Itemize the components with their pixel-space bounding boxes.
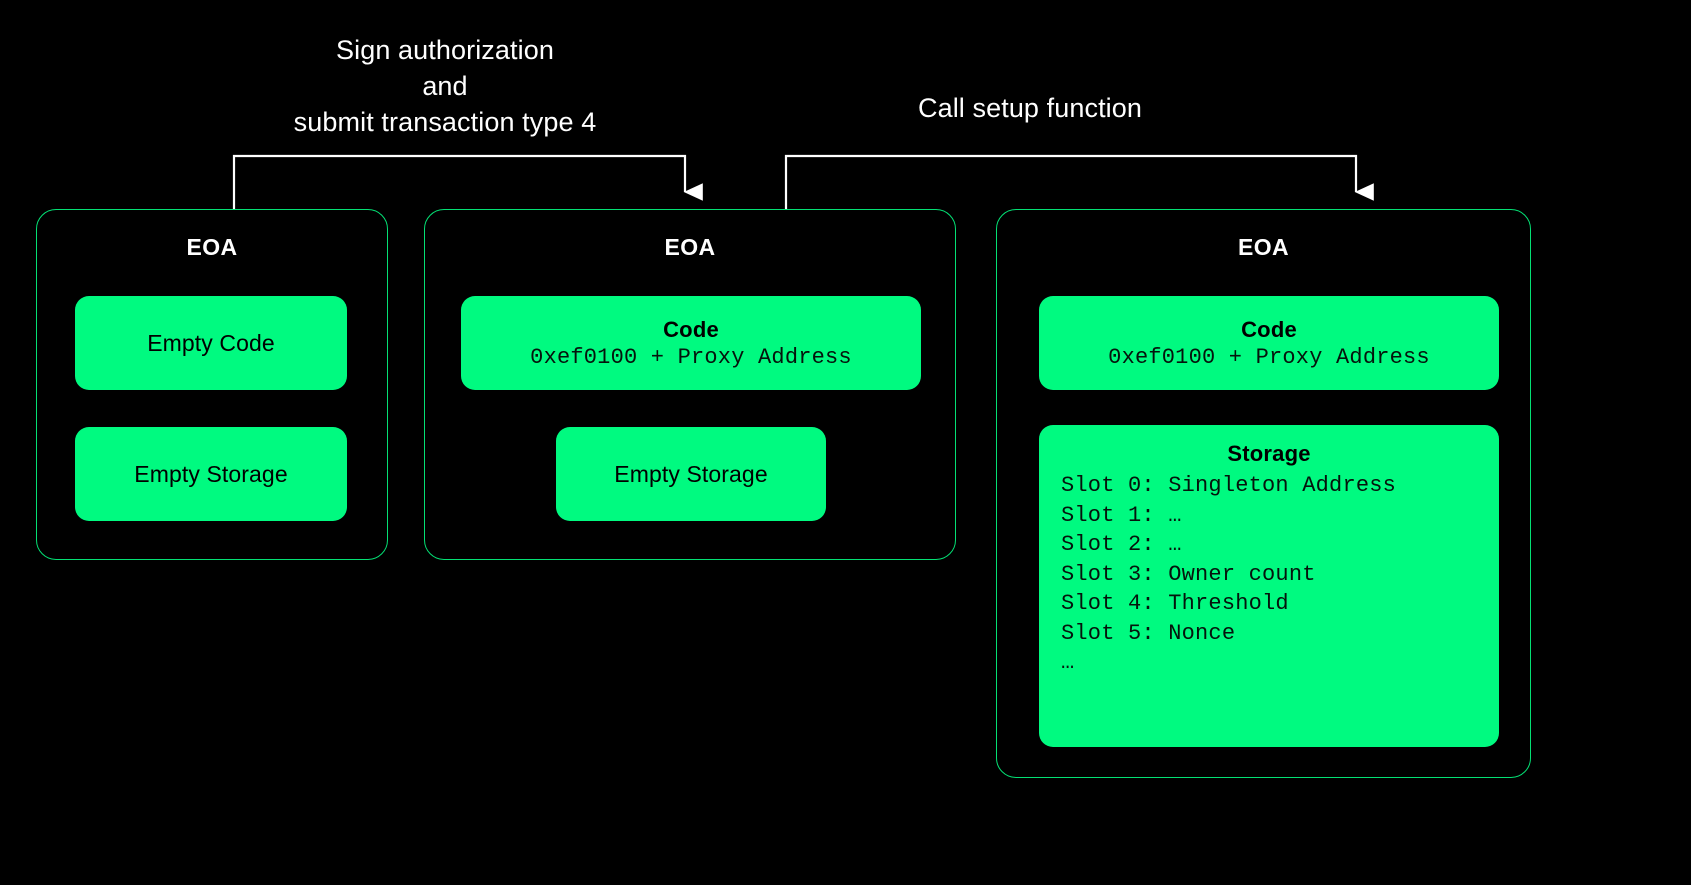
panel-title: EOA [186, 234, 238, 260]
storage-slot-line: Slot 2: … [1061, 532, 1182, 557]
storage-block-heading: Storage [1227, 441, 1311, 466]
empty-storage-label: Empty Storage [134, 460, 288, 487]
eoa-panel-delegated[interactable]: EOA Code 0xef0100 + Proxy Address Empty … [424, 209, 956, 560]
empty-code-block: Empty Code [75, 296, 347, 390]
code-block-heading: Code [1241, 316, 1297, 342]
eoa-panel-initialized[interactable]: EOA Code 0xef0100 + Proxy Address Storag… [996, 209, 1531, 778]
code-block-value: 0xef0100 + Proxy Address [1108, 344, 1430, 370]
connector-sign-authorization [232, 154, 703, 209]
code-block: Code 0xef0100 + Proxy Address [1039, 296, 1499, 390]
storage-slot-line: Slot 4: Threshold [1061, 591, 1289, 616]
storage-slot-line: Slot 1: … [1061, 502, 1182, 528]
code-block-value: 0xef0100 + Proxy Address [530, 344, 852, 370]
code-block-heading: Code [663, 316, 719, 342]
eoa-panel-initial[interactable]: EOA Empty Code Empty Storage [36, 209, 388, 560]
storage-slot-line: Slot 5: Nonce [1061, 620, 1236, 646]
storage-slot-line: Slot 0: Singleton Address [1061, 473, 1397, 498]
storage-slot-line: … [1061, 650, 1075, 675]
empty-code-label: Empty Code [147, 329, 275, 356]
storage-slot-line: Slot 3: Owner count [1061, 561, 1316, 587]
panel-title: EOA [664, 234, 716, 260]
connector-label-call-setup-function: Call setup function [917, 93, 1143, 123]
empty-storage-block: Empty Storage [75, 427, 347, 521]
connector-call-setup-function [784, 154, 1374, 209]
panel-title: EOA [1237, 234, 1290, 260]
code-block: Code 0xef0100 + Proxy Address [461, 296, 921, 390]
empty-storage-block: Empty Storage [556, 427, 826, 521]
empty-storage-label: Empty Storage [614, 460, 768, 487]
connector-label-sign-authorization: Sign authorization and submit transactio… [293, 35, 597, 137]
